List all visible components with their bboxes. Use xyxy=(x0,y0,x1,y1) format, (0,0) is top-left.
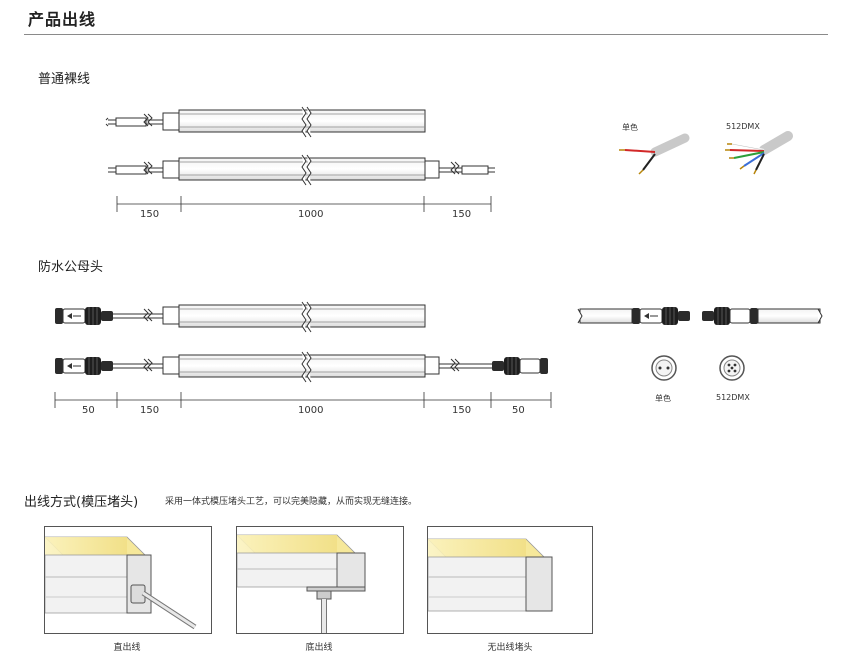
dmx-cable-icon xyxy=(725,131,793,175)
outlet-panel-endcap xyxy=(427,526,593,634)
dim-label: 150 xyxy=(140,405,160,416)
outlet-panel-bottom xyxy=(236,526,404,634)
section-title-waterproof: 防水公母头 xyxy=(38,260,104,275)
outlet-note: 采用一体式模压堵头工艺，可以完美隐藏，从而实现无缝连接。 xyxy=(165,497,418,507)
bare-wire-strip-2 xyxy=(108,154,495,186)
outlet-caption-bottom: 底出线 xyxy=(305,643,333,653)
title-divider xyxy=(24,34,828,35)
connector-face-single xyxy=(651,355,677,381)
section-title-outlet: 出线方式(模压堵头) xyxy=(24,495,139,510)
connector-face-dmx xyxy=(719,355,745,381)
dim-label: 50 xyxy=(82,405,95,416)
connector-label-single: 单色 xyxy=(655,394,671,403)
dim-label: 50 xyxy=(512,405,525,416)
connector-label-dmx: 512DMX xyxy=(716,393,750,402)
end-cap-illustration xyxy=(428,538,553,612)
dim-label: 150 xyxy=(452,209,472,220)
outlet-caption-endcap: 无出线堵头 xyxy=(487,643,533,653)
page-title: 产品出线 xyxy=(28,10,97,29)
waterproof-strip-2 xyxy=(54,351,549,383)
bare-wire-strip-1 xyxy=(105,106,426,138)
bare-wire-dimension-line xyxy=(116,196,492,212)
outlet-caption-straight: 直出线 xyxy=(113,643,141,653)
bottom-outlet-illustration xyxy=(237,534,366,633)
connector-pair xyxy=(577,306,823,326)
cable-label-dmx: 512DMX xyxy=(726,122,760,131)
cable-label-single: 单色 xyxy=(622,123,638,132)
dim-label: 1000 xyxy=(298,405,324,416)
dim-label: 150 xyxy=(140,209,160,220)
single-color-cable-icon xyxy=(619,133,690,175)
section-title-bare-wire: 普通裸线 xyxy=(38,72,91,87)
dim-label: 1000 xyxy=(298,209,324,220)
waterproof-strip-1 xyxy=(54,301,426,333)
dim-label: 150 xyxy=(452,405,472,416)
waterproof-dimension-line xyxy=(54,392,552,408)
straight-outlet-illustration xyxy=(45,536,197,630)
outlet-panel-straight xyxy=(44,526,212,634)
